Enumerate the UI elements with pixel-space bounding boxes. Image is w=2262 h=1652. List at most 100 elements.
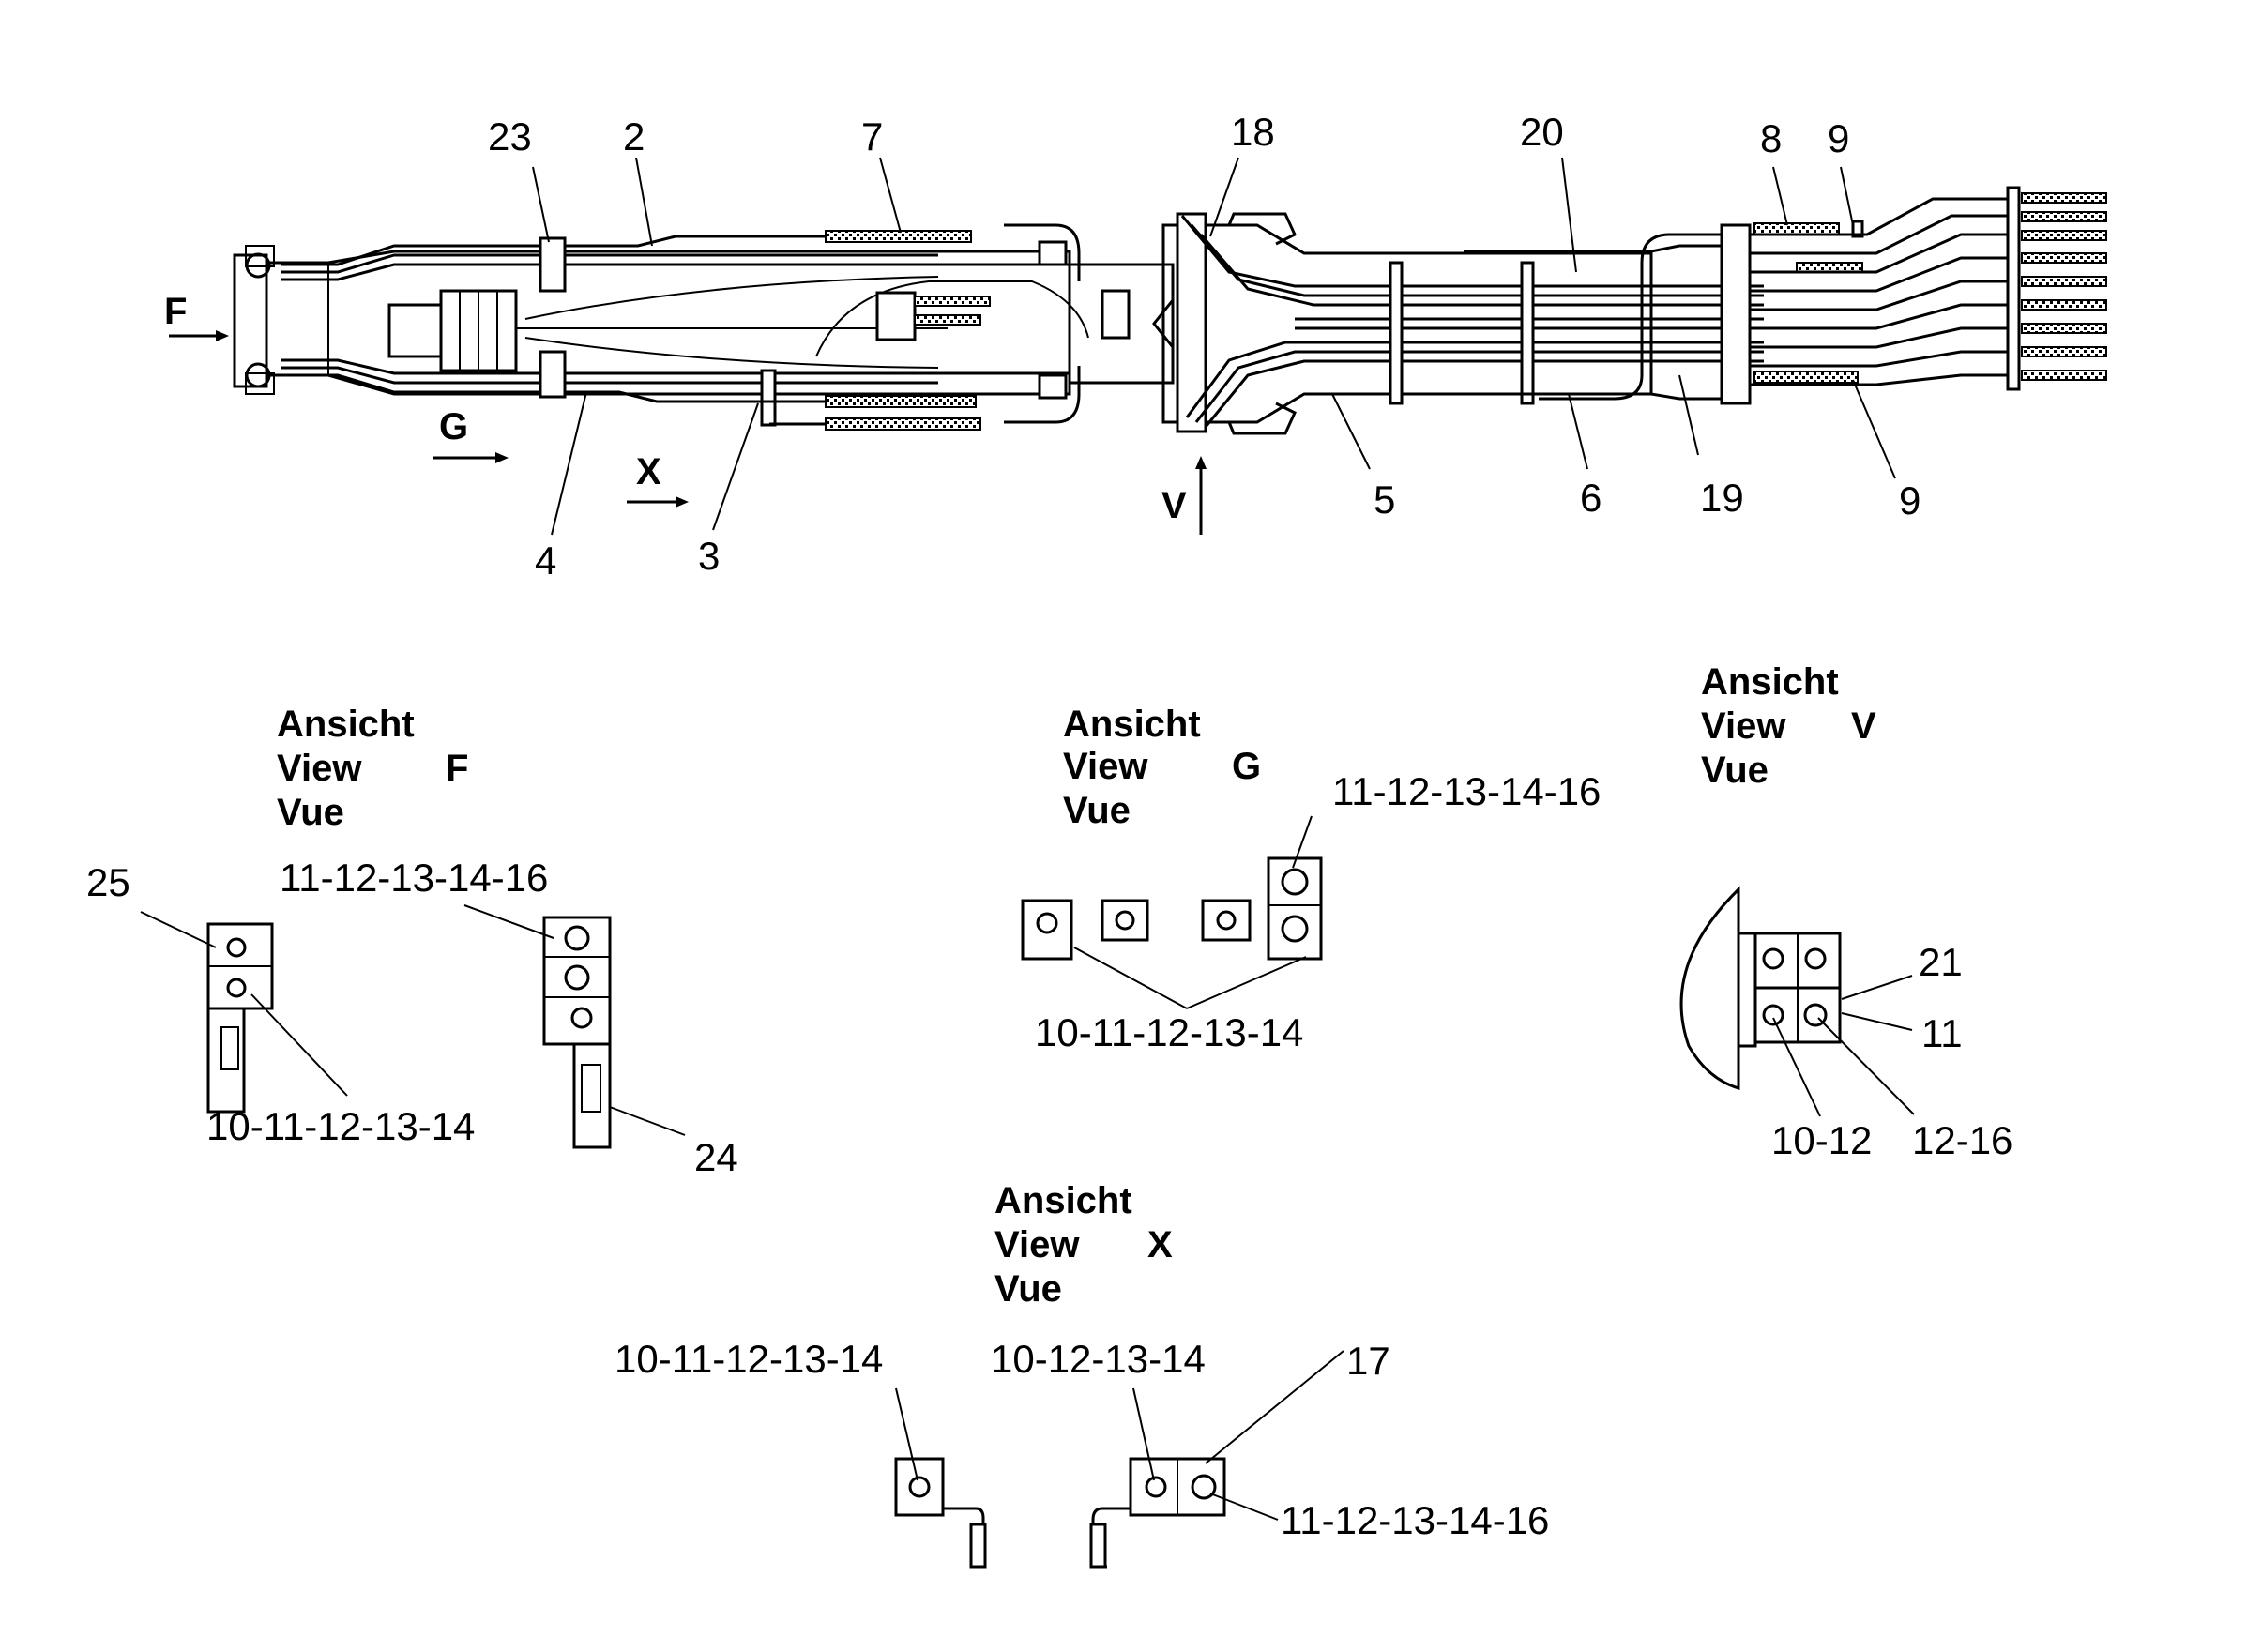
view-x-bracket-right-plate — [1089, 1523, 1107, 1569]
leader-9-top — [1840, 166, 1854, 226]
hose-7 — [825, 230, 972, 243]
view-x-clamp-right-bore-2 — [1191, 1474, 1217, 1500]
view-f-clamp-right-bore-1 — [564, 925, 590, 951]
end-hose-7 — [2021, 323, 2107, 334]
view-v-vue: Vue — [1701, 750, 1769, 791]
view-x-leader-17 — [1205, 1350, 1344, 1464]
view-v-half-disc — [1679, 886, 1740, 1091]
view-g: Ansicht View G Vue 11-12-13-14-16 10-11-… — [1021, 704, 1601, 1054]
view-g-clamp-3 — [1201, 899, 1252, 942]
leader-19 — [1678, 374, 1699, 456]
view-f-callout-top: 11-12-13-14-16 — [280, 856, 548, 900]
view-g-letter: G — [1232, 746, 1261, 787]
hose-9-lower — [1753, 371, 1859, 384]
flange-18 — [1176, 212, 1207, 433]
view-f-callout-25: 25 — [86, 860, 130, 904]
end-hose-2 — [2021, 211, 2107, 222]
view-v-letter: V — [1851, 705, 1876, 747]
view-x-callout-mid: 10-12-13-14 — [991, 1337, 1206, 1381]
pipe-loop — [1539, 233, 1736, 401]
fanout-line-5 — [1750, 280, 2008, 311]
view-g-clamp-2-bore — [1115, 910, 1135, 931]
end-hose-9 — [2021, 370, 2107, 381]
end-hose-1 — [2021, 192, 2107, 204]
view-x-leader-bottom — [1209, 1493, 1279, 1521]
boom-body — [266, 250, 1071, 396]
pipe-upper-3 — [281, 263, 1070, 281]
pipe-bundle-5 — [1185, 341, 1764, 418]
valve-block — [875, 291, 917, 341]
hose-8 — [1753, 222, 1840, 235]
main-assembly: 23 2 7 18 20 8 9 9 4 3 5 6 19 F G X V — [164, 110, 2107, 583]
fanout-line-3 — [1750, 233, 2008, 274]
end-hose-6 — [2021, 299, 2107, 311]
callout-9-bottom: 9 — [1899, 478, 1920, 523]
view-f-clamp-right-bore-2 — [564, 964, 590, 991]
leader-8 — [1772, 166, 1788, 226]
callout-2: 2 — [623, 114, 645, 159]
view-v-leader-12-16 — [1817, 1017, 1915, 1115]
view-v-callout-21: 21 — [1919, 940, 1963, 984]
view-g-callout-bottom: 10-11-12-13-14 — [1035, 1010, 1303, 1054]
end-hose-8 — [2021, 346, 2107, 357]
view-f-ansicht: Ansicht — [277, 704, 415, 745]
view-g-leader-top — [1292, 815, 1313, 869]
end-hose-4 — [2021, 252, 2107, 264]
arrow-x-head — [676, 496, 689, 508]
view-v-bore-1 — [1762, 947, 1784, 970]
callout-5: 5 — [1374, 477, 1395, 522]
view-x-callout-17: 17 — [1346, 1339, 1390, 1383]
hose-center-1 — [914, 296, 991, 307]
view-v-ansicht: Ansicht — [1701, 661, 1839, 703]
pivot-nut-top — [245, 245, 275, 267]
view-v-spacer — [1737, 932, 1757, 1048]
view-g-callout-top: 11-12-13-14-16 — [1332, 769, 1601, 813]
view-v-bore-2 — [1804, 947, 1827, 970]
leader-23 — [532, 166, 550, 243]
view-f-clamp-right — [542, 916, 612, 1046]
view-f-bracket-right-slot — [581, 1064, 601, 1113]
hose-end-9 — [1851, 220, 1864, 238]
leader-20 — [1561, 157, 1577, 273]
boom-joint — [1070, 263, 1175, 385]
leader-18 — [1209, 157, 1239, 237]
callout-7: 7 — [861, 114, 883, 159]
clamp-6 — [1520, 261, 1535, 405]
view-v-leader-11 — [1841, 1012, 1913, 1031]
view-g-leader-bottom-1 — [1073, 947, 1188, 1009]
fanout-line-8 — [1750, 350, 2008, 368]
view-x-leader-mid — [1132, 1387, 1155, 1481]
leader-5 — [1331, 393, 1371, 470]
fanout-line-7 — [1750, 326, 2008, 349]
view-f-clamp-left-bore-2 — [226, 978, 247, 998]
fanout-line-4 — [1750, 256, 2008, 293]
leader-7 — [879, 157, 902, 234]
fanout-line-9 — [1750, 373, 2008, 386]
fanout-line-6 — [1750, 303, 2008, 330]
view-v: Ansicht View V Vue 21 11 10-12 12-16 — [1679, 661, 2012, 1162]
view-v-bore-4 — [1803, 1003, 1828, 1027]
end-plate — [2006, 186, 2021, 391]
view-f-clamp-right-bore-3 — [570, 1007, 593, 1029]
leader-2 — [635, 157, 653, 247]
pivot-nut-bottom — [245, 372, 275, 395]
view-x-clamp-left-bore — [908, 1476, 931, 1498]
view-x-letter: X — [1147, 1224, 1173, 1266]
view-g-clamp-2 — [1101, 899, 1149, 942]
bracket-upper — [1227, 212, 1297, 246]
view-f-leader-24 — [609, 1106, 686, 1136]
fitting-upper — [1004, 223, 1081, 281]
pipe-20 — [1464, 244, 1736, 253]
view-f-leader-bottom — [250, 993, 348, 1097]
leader-9-bottom — [1852, 379, 1896, 479]
arrow-label-g: G — [439, 406, 468, 447]
callout-8: 8 — [1760, 116, 1782, 160]
joint-taper — [1152, 299, 1175, 348]
view-x-bracket-right — [1091, 1507, 1131, 1569]
callout-6: 6 — [1580, 476, 1602, 520]
view-f-bracket-left-slot — [220, 1026, 239, 1070]
inner-loop — [815, 280, 1089, 357]
inner-line-1 — [524, 276, 939, 320]
leader-4 — [551, 391, 587, 536]
fitting-lower — [1004, 366, 1081, 424]
